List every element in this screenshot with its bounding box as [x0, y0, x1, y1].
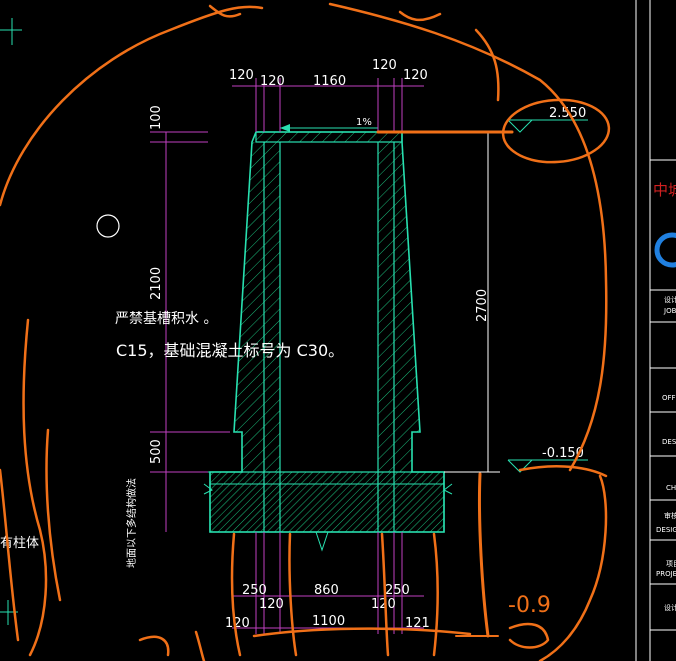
elevation-top-label: 2.550	[549, 106, 586, 121]
tb-label-3: OFFICE	[662, 394, 676, 402]
bottom-dim-250-right: 250	[385, 583, 410, 598]
note-line-2: C15，基础混凝土标号为 C30。	[116, 341, 344, 360]
elevation-top: 2.550	[507, 106, 588, 133]
left-wall-hatch	[234, 142, 280, 472]
company-logo-icon	[654, 232, 676, 268]
slope-label: 1%	[356, 117, 372, 128]
annotation-circle-elevation	[501, 98, 611, 164]
construction-notes: 严禁基槽积水 。 C15，基础混凝土标号为 C30。	[115, 310, 344, 360]
top-dim-5: 120	[403, 68, 428, 83]
vdim-top: 100	[149, 105, 164, 130]
tb-label-1: 设计	[664, 295, 676, 304]
top-dim-2: 120	[260, 74, 285, 89]
bottom-dim-250-left: 250	[242, 583, 267, 598]
bottom-dim-860: 860	[314, 583, 339, 598]
top-dim-4: 120	[372, 58, 397, 73]
tb-label-5: CH	[666, 484, 676, 492]
tb-label-7: DESIGNER	[656, 526, 676, 534]
bottom-dim-120-a: 120	[259, 597, 284, 612]
vertical-note: 地面以下多结构做法	[125, 478, 138, 568]
tb-label-10: 设计	[664, 603, 676, 612]
section-profile: 1%	[198, 117, 458, 552]
tb-label-9: PROJECT	[656, 570, 676, 578]
central-void	[281, 143, 377, 471]
tb-label-4: DESIGN	[662, 438, 676, 446]
outer-outline	[209, 131, 445, 533]
top-dim-1: 120	[229, 68, 254, 83]
company-name: 中城	[653, 181, 676, 199]
left-vertical-dims: 100 2100 500 地面以下多结构做法	[125, 105, 230, 568]
left-fragment-text: 有柱体	[0, 536, 39, 551]
vdim-middle: 2100	[149, 267, 164, 300]
vdim-right: 2700	[475, 289, 490, 322]
bottom-dim-121: 121	[405, 616, 430, 631]
handwritten-annotations	[0, 2, 611, 661]
annotation-arc-right	[328, 2, 608, 472]
top-dimension-chain: 120 120 1160 120 120	[229, 58, 428, 132]
elevation-ground-label: -0.150	[542, 446, 584, 461]
handwritten-elevation: -0.9	[508, 593, 551, 618]
title-block: 中城 设计 JOB OFFICE DESIGN CH 审核 DESIGNER 项…	[635, 0, 676, 661]
base-slab	[209, 471, 445, 533]
top-dim-3: 1160	[313, 74, 346, 89]
tb-label-6: 审核	[664, 511, 676, 520]
bottom-dim-120-c: 120	[225, 616, 250, 631]
right-wall-hatch	[378, 142, 420, 472]
bottom-dim-1100: 1100	[312, 614, 345, 629]
marker-circle-icon	[96, 214, 120, 238]
vdim-lower: 500	[149, 439, 164, 464]
tb-label-2: JOB	[663, 307, 676, 315]
left-edge-fragments: 有柱体	[0, 18, 39, 625]
tb-label-8: 项目	[666, 560, 676, 568]
note-line-1: 严禁基槽积水 。	[115, 310, 217, 327]
annotation-arc-left	[0, 5, 264, 207]
bottom-dimension-chains: 250 860 250 120 120 120 1100 121	[225, 532, 430, 634]
bottom-dim-120-b: 120	[371, 597, 396, 612]
